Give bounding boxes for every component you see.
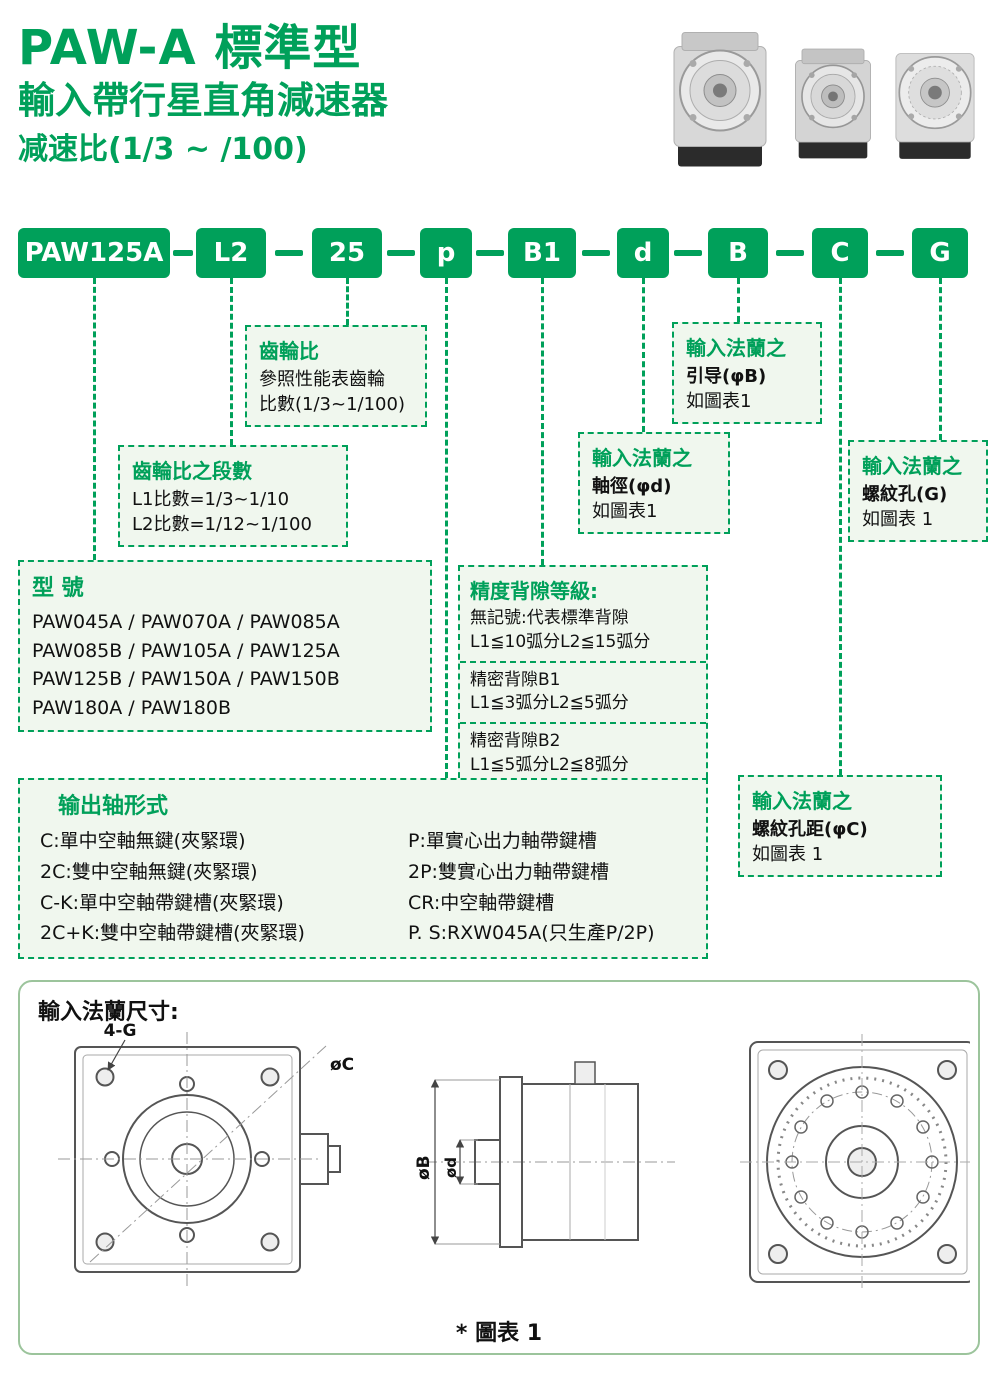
- model-line: PAW085B / PAW105A / PAW125A: [32, 639, 340, 662]
- callout-title: 输出轴形式: [58, 794, 169, 819]
- label-phi-d: ød: [442, 1157, 460, 1178]
- callout-line: 引导(φB): [686, 366, 767, 387]
- output-option: 2C+K:雙中空軸帶鍵槽(夾緊環): [40, 922, 305, 945]
- label-phi-c: øC: [330, 1055, 354, 1075]
- callout-thread-hole: 輸入法蘭之 螺紋孔(G) 如圖表 1: [848, 440, 988, 543]
- gearbox-image: [673, 32, 767, 167]
- callout-title: 型 號: [32, 576, 84, 601]
- output-shaft-right-column: P:單實心出力軸帶鍵槽 2P:雙實心出力軸帶鍵槽 CR:中空軸帶鍵槽 P. S:…: [400, 826, 694, 949]
- callout-flange-pilot: 輸入法蘭之 引导(φB) 如圖表1: [672, 322, 822, 425]
- ratio-range-text: 减速比(1/3 ~ /100): [18, 132, 308, 167]
- code-segment-output-shaft: p: [420, 228, 472, 278]
- output-option: C-K:單中空軸帶鍵槽(夾緊環): [40, 891, 284, 914]
- label-phi-b: øB: [414, 1155, 434, 1180]
- output-option: P. S:RXW045A(只生產P/2P): [408, 922, 655, 945]
- callout-line: 螺紋孔(G): [862, 484, 948, 505]
- callout-line: 比數(1/3~1/100): [259, 394, 405, 416]
- product-photo-3: [884, 16, 986, 180]
- backlash-line: L1≦3弧分L2≦5弧分: [470, 693, 629, 714]
- output-option: 2C:雙中空軸無鍵(夾緊環): [40, 860, 258, 883]
- code-segment-thread: G: [912, 228, 968, 278]
- callout-title: 齒輪比: [259, 339, 319, 363]
- callout-output-shaft: 输出轴形式 C:單中空軸無鍵(夾緊環) 2C:雙中空軸無鍵(夾緊環) C-K:單…: [18, 778, 708, 960]
- code-dash: [674, 250, 702, 256]
- callout-line: 如圖表 1: [752, 844, 824, 866]
- divider: [460, 660, 706, 663]
- divider: [460, 722, 706, 725]
- code-segment-pilot: B: [708, 228, 768, 278]
- code-segment-stage: L2: [196, 228, 266, 278]
- connector-ratio: [346, 278, 349, 325]
- callout-line: L2比數=1/12~1/100: [132, 514, 312, 536]
- product-photo-2: [784, 22, 882, 178]
- code-dash: [387, 250, 415, 256]
- callout-line: 參照性能表齒輪: [259, 369, 385, 390]
- output-shaft-columns: C:單中空軸無鍵(夾緊環) 2C:雙中空軸無鍵(夾緊環) C-K:單中空軸帶鍵槽…: [32, 826, 694, 949]
- connector-shaft-dia: [642, 278, 645, 432]
- backlash-line: L1≦10弧分L2≦15弧分: [470, 631, 651, 652]
- label-4g: 4-G: [104, 1022, 137, 1041]
- callout-backlash: 精度背隙等級: 無記號:代表標準背隙 L1≦10弧分L2≦15弧分 精密背隙B1…: [458, 565, 708, 788]
- connector-pitch: [839, 278, 842, 775]
- code-dash: [173, 250, 193, 256]
- callout-title: 輸入法蘭之: [686, 336, 786, 360]
- callout-shaft-dia: 輸入法蘭之 軸徑(φd) 如圖表1: [578, 432, 730, 535]
- callout-gear-ratio: 齒輪比 參照性能表齒輪 比數(1/3~1/100): [245, 325, 427, 428]
- model-line: PAW180A / PAW180B: [32, 696, 232, 719]
- flange-dimension-figure: 輸入法蘭尺寸:: [18, 980, 980, 1355]
- code-dash: [876, 250, 904, 256]
- code-segment-shaft-dia: d: [617, 228, 669, 278]
- gearbox-side-view: [474, 1061, 639, 1248]
- output-option: P:單實心出力軸帶鍵槽: [408, 830, 597, 852]
- page-subtitle: 輸入帶行星直角減速器: [18, 79, 388, 122]
- backlash-line: 精密背隙B2: [470, 731, 561, 752]
- code-dash: [476, 250, 504, 256]
- callout-thread-pitch: 輸入法蘭之 螺紋孔距(φC) 如圖表 1: [738, 775, 942, 878]
- callout-line: 如圖表1: [686, 391, 752, 413]
- callout-line: 螺紋孔距(φC): [752, 819, 868, 840]
- connector-stage: [230, 278, 233, 445]
- output-shaft-left-column: C:單中空軸無鍵(夾緊環) 2C:雙中空軸無鍵(夾緊環) C-K:單中空軸帶鍵槽…: [32, 826, 392, 949]
- connector-thread: [939, 278, 942, 440]
- model-line: PAW125B / PAW150A / PAW150B: [32, 668, 340, 690]
- page-title: PAW-A 標準型: [18, 20, 362, 76]
- callout-line: 軸徑(φd): [592, 476, 672, 497]
- callout-title: 輸入法蘭之: [592, 446, 692, 470]
- backlash-line: 無記號:代表標準背隙: [470, 608, 629, 628]
- callout-title: 輸入法蘭之: [752, 789, 852, 813]
- flange-technical-drawing: 4-G øC: [58, 1022, 970, 1292]
- callout-model-list: 型 號 PAW045A / PAW070A / PAW085A PAW085B …: [18, 560, 432, 732]
- code-segment-pitch: C: [812, 228, 868, 278]
- callout-title: 齒輪比之段數: [132, 459, 252, 483]
- model-line: PAW045A / PAW070A / PAW085A: [32, 611, 340, 633]
- product-photo-1: [660, 10, 780, 179]
- callout-title: 輸入法蘭之: [862, 454, 962, 478]
- callout-line: 如圖表 1: [862, 509, 934, 531]
- callout-line: 如圖表1: [592, 501, 658, 523]
- output-option: CR:中空軸帶鍵槽: [408, 891, 555, 914]
- figure-caption: * 圖表 1: [455, 1321, 543, 1346]
- callout-ratio-stage: 齒輪比之段數 L1比數=1/3~1/10 L2比數=1/12~1/100: [118, 445, 348, 548]
- callout-title: 精度背隙等級:: [470, 579, 598, 603]
- connector-output-shaft: [445, 278, 448, 778]
- code-dash: [275, 250, 303, 256]
- backlash-line: 精密背隙B1: [470, 669, 561, 690]
- code-segment-model: PAW125A: [18, 228, 170, 278]
- output-option: 2P:雙實心出力軸帶鍵槽: [408, 860, 609, 883]
- gearbox-image: [795, 48, 871, 159]
- code-segment-backlash: B1: [508, 228, 576, 278]
- figure-title: 輸入法蘭尺寸:: [38, 1000, 179, 1025]
- connector-model: [93, 278, 96, 560]
- code-dash: [776, 250, 804, 256]
- code-segment-ratio: 25: [312, 228, 382, 278]
- gearbox-image: [895, 53, 975, 159]
- output-option: C:單中空軸無鍵(夾緊環): [40, 830, 246, 852]
- code-dash: [582, 250, 610, 256]
- callout-line: L1比數=1/3~1/10: [132, 489, 290, 510]
- connector-pilot: [737, 278, 740, 322]
- backlash-line: L1≦5弧分L2≦8弧分: [470, 754, 629, 775]
- connector-backlash: [541, 278, 544, 565]
